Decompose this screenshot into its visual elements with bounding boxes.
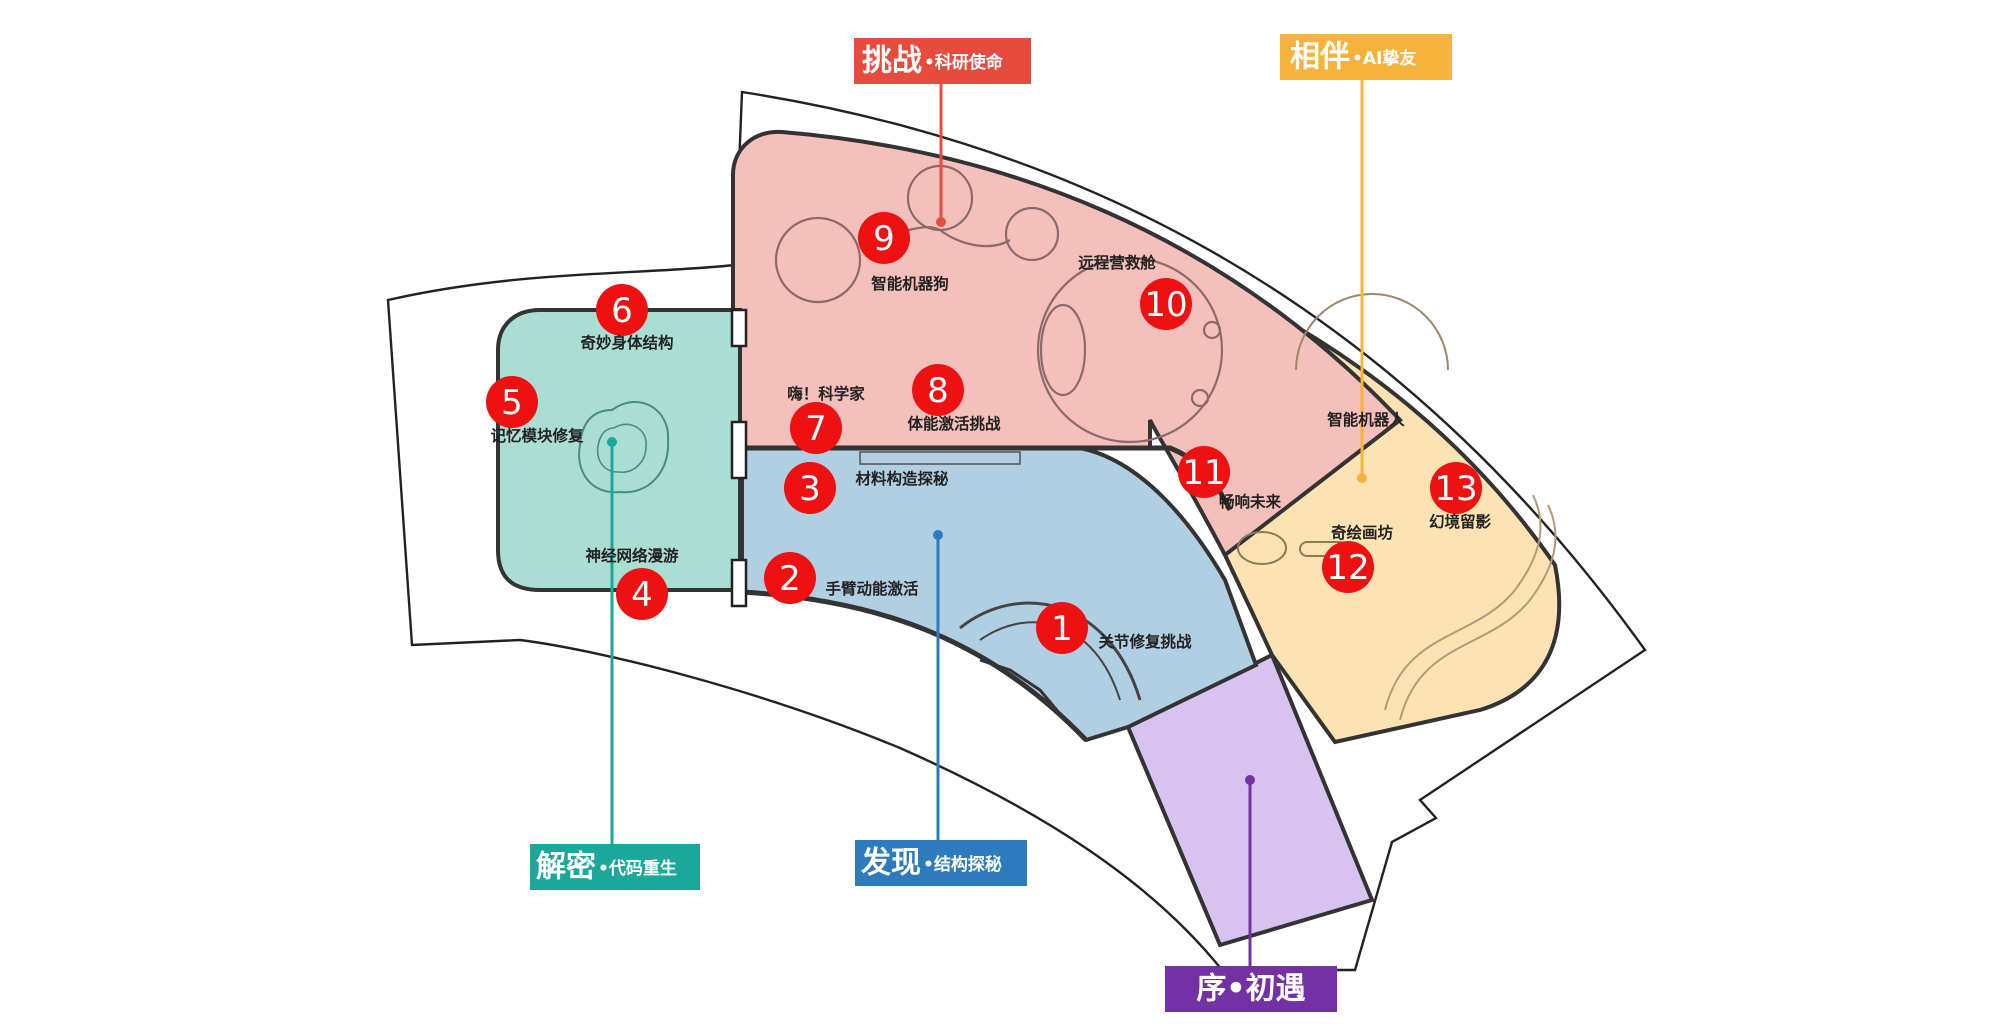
zone-label-decode: 解密 •代码重生 xyxy=(530,844,700,890)
marker-2-circle xyxy=(764,552,816,604)
marker-2-label: 手臂动能激活 xyxy=(825,579,919,598)
marker-8-number: 8 xyxy=(927,371,949,411)
marker-8-circle xyxy=(912,364,964,416)
marker-2: 2 手臂动能激活 xyxy=(764,552,919,604)
exhibit-robot-arm xyxy=(979,658,1067,721)
zone-label-companion: 相伴 •AI挚友 xyxy=(1280,34,1452,80)
marker-5-circle xyxy=(486,376,538,428)
exhibit-pod-knob xyxy=(1202,320,1222,340)
marker-12-label: 奇绘画坊 xyxy=(1331,523,1394,542)
leader-dot-challenge xyxy=(936,217,946,227)
marker-4-label: 神经网络漫游 xyxy=(585,546,679,565)
zone-label-discover: 发现 •结构探秘 xyxy=(855,840,1027,886)
exhibit-pod-knob-2 xyxy=(1190,388,1210,408)
marker-3-number: 3 xyxy=(799,469,821,509)
exhibit-circle-left xyxy=(774,216,862,304)
marker-12: 12 奇绘画坊 xyxy=(1322,523,1393,593)
zone-label-challenge: 挑战 •科研使命 xyxy=(854,38,1031,84)
marker-4-number: 4 xyxy=(631,575,653,615)
marker-11-circle xyxy=(1178,446,1230,498)
marker-3-label: 材料构造探秘 xyxy=(855,469,949,488)
marker-7-label: 嗨！科学家 xyxy=(787,384,865,403)
wall-pillar-a xyxy=(730,420,748,480)
wall-pillar-b xyxy=(730,558,748,608)
leader-dot-decode xyxy=(607,437,617,447)
leader-dot-prologue xyxy=(1245,775,1255,785)
exhibit-display-rack xyxy=(859,451,1021,465)
zone-label-prologue: 序•初遇 xyxy=(1165,966,1337,1012)
zone-label-challenge-sub: •科研使命 xyxy=(924,52,1004,73)
leader-dot-discover xyxy=(933,530,943,540)
marker-3-circle xyxy=(784,462,836,514)
leader-dot-companion xyxy=(1357,473,1367,483)
exhibit-memory-blob-inner xyxy=(596,423,647,473)
marker-12-number: 12 xyxy=(1326,548,1369,588)
zone-decode-area xyxy=(496,308,742,592)
marker-10: 10 远程营救舱 xyxy=(1078,253,1192,330)
marker-2-number: 2 xyxy=(779,559,801,599)
marker-13-circle xyxy=(1430,462,1482,514)
marker-9: 9 智能机器狗 xyxy=(858,212,949,293)
marker-13: 13 幻境留影 xyxy=(1429,462,1492,531)
label-smart-robot: 智能机器人 xyxy=(1327,410,1405,429)
marker-6-label: 奇妙身体结构 xyxy=(580,333,673,352)
marker-4-circle xyxy=(616,568,668,620)
marker-8: 8 体能激活挑战 xyxy=(907,364,1001,433)
marker-5-label: 记忆模块修复 xyxy=(490,426,584,445)
marker-1: 1 关节修复挑战 xyxy=(1036,602,1192,654)
marker-9-circle xyxy=(858,212,910,264)
marker-4: 4 神经网络漫游 xyxy=(585,546,679,620)
exhibit-rescue-pod xyxy=(1036,256,1224,444)
marker-11-label: 畅响未来 xyxy=(1219,492,1282,511)
marker-1-number: 1 xyxy=(1051,609,1073,649)
zone-label-decode-main: 解密 xyxy=(536,850,596,885)
exhibit-circle-right xyxy=(1004,206,1060,262)
zone-label-challenge-main: 挑战 xyxy=(862,44,922,79)
marker-5: 5 记忆模块修复 xyxy=(486,376,584,445)
zone-label-decode-sub: •代码重生 xyxy=(598,858,677,879)
zone-label-prologue-main: 序•初遇 xyxy=(1196,972,1305,1007)
exhibit-robot-arc xyxy=(1295,293,1449,371)
marker-11-number: 11 xyxy=(1182,453,1225,493)
marker-10-label: 远程营救舱 xyxy=(1078,253,1156,272)
exhibit-wave-line xyxy=(1399,504,1557,721)
zone-label-companion-box xyxy=(1280,34,1452,80)
marker-13-number: 13 xyxy=(1434,469,1477,509)
marker-13-label: 幻境留影 xyxy=(1429,512,1492,531)
wall-pillar-c xyxy=(730,308,748,348)
marker-6-number: 6 xyxy=(611,291,633,331)
marker-7-circle xyxy=(790,402,842,454)
zone-label-discover-box xyxy=(855,840,1027,886)
marker-3: 3 材料构造探秘 xyxy=(784,462,949,514)
zone-label-discover-sub: •结构探秘 xyxy=(923,854,1002,875)
zone-label-discover-main: 发现 xyxy=(860,846,921,881)
marker-1-circle xyxy=(1036,602,1088,654)
marker-6: 6 奇妙身体结构 xyxy=(580,284,674,352)
marker-9-label: 智能机器狗 xyxy=(871,274,949,293)
zone-label-decode-box xyxy=(530,844,700,890)
exhibit-pod-inner xyxy=(1039,303,1087,397)
exhibit-memory-blob xyxy=(578,400,670,494)
marker-5-number: 5 xyxy=(501,383,523,423)
marker-7-number: 7 xyxy=(805,409,827,449)
exhibit-wave-line-2 xyxy=(1384,494,1542,711)
zone-label-prologue-box xyxy=(1165,966,1337,1012)
marker-10-number: 10 xyxy=(1144,285,1187,325)
marker-9-number: 9 xyxy=(873,219,895,259)
zone-label-challenge-box xyxy=(854,38,1031,84)
zone-label-companion-sub: •AI挚友 xyxy=(1352,48,1416,69)
exhibit-round-table xyxy=(1237,531,1287,565)
marker-1-label: 关节修复挑战 xyxy=(1098,632,1192,651)
marker-6-circle xyxy=(596,284,648,336)
zone-label-companion-main: 相伴 xyxy=(1290,40,1350,75)
marker-8-label: 体能激活挑战 xyxy=(907,414,1001,433)
marker-12-circle xyxy=(1322,541,1374,593)
marker-7: 7 嗨！科学家 xyxy=(787,384,865,454)
marker-10-circle xyxy=(1140,278,1192,330)
exhibit-markers: 1 关节修复挑战 2 手臂动能激活 3 材料构造探秘 4 神经网络漫游 5 记忆模块修复 6 奇妙身体… xyxy=(486,212,1491,654)
